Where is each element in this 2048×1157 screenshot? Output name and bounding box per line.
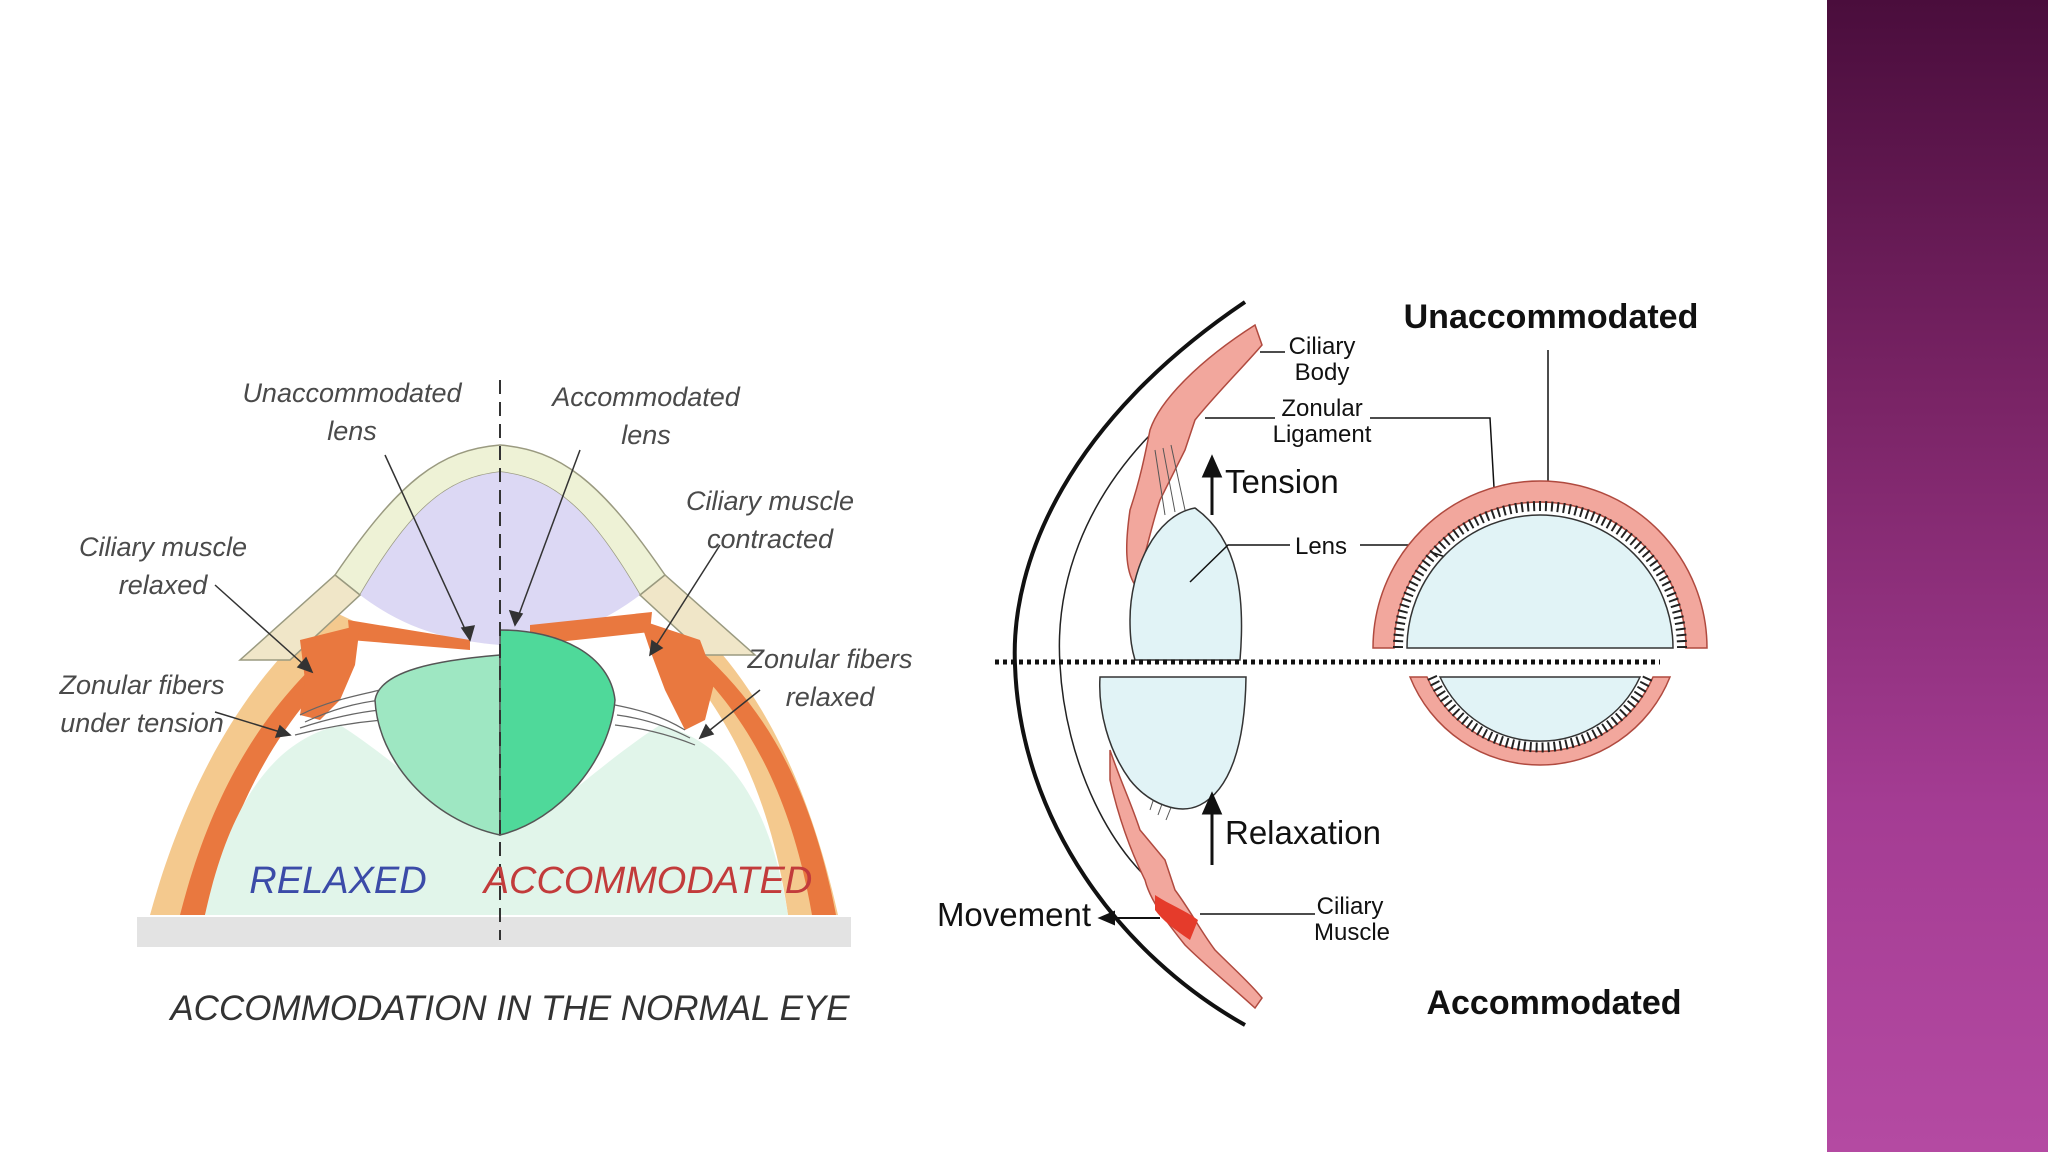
label-relaxation: Relaxation — [1225, 814, 1381, 851]
ring-accommodated — [1408, 674, 1672, 766]
lens-accommodated — [1099, 676, 1247, 810]
label-ciliary-relaxed-2: relaxed — [119, 570, 209, 600]
label-ciliary-relaxed-1: Ciliary muscle — [79, 532, 247, 562]
label-relaxed: RELAXED — [249, 860, 426, 902]
spur-left — [238, 574, 362, 661]
inner-curve — [1058, 419, 1176, 901]
ciliary-body-top — [1125, 323, 1263, 587]
base-bar — [137, 917, 851, 947]
label-ciliary-body-1: Ciliary — [1289, 333, 1356, 360]
ciliary-muscle-highlight — [1155, 895, 1198, 940]
label-ciliary-contracted-2: contracted — [707, 524, 834, 554]
iris-right — [530, 612, 652, 645]
label-ciliary-muscle-1: Ciliary — [1317, 893, 1384, 920]
relaxation-arrow — [1201, 791, 1223, 865]
movement-arrow — [1097, 910, 1160, 926]
unaccommodated-lens — [374, 654, 501, 836]
label-tension: Tension — [1225, 463, 1339, 500]
label-unaccommodated-lens-1: Unaccommodated — [242, 378, 462, 408]
label-zonular-tension-2: under tension — [60, 708, 224, 738]
label-zonular-ligament-1: Zonular — [1281, 395, 1362, 422]
label-ciliary-muscle-2: Muscle — [1314, 919, 1390, 946]
ciliary-muscle-relaxed — [300, 625, 360, 720]
choroid-left — [180, 650, 345, 915]
accommodated-lens — [499, 629, 616, 836]
label-lens: Lens — [1295, 533, 1347, 560]
label-ciliary-body-2: Body — [1295, 359, 1350, 386]
label-unaccommodated-lens-2: lens — [327, 416, 377, 446]
side-panel — [1827, 0, 2048, 1152]
ring-unaccommodated — [1372, 480, 1708, 649]
lens-unaccommodated — [1129, 507, 1243, 661]
left-eye-diagram: Unaccommodated lens Accommodated lens Ci… — [58, 378, 912, 1028]
iris-left — [348, 620, 470, 650]
label-ciliary-contracted-1: Ciliary muscle — [686, 486, 854, 516]
right-eye-diagram: Unaccommodated Accommodated Ciliary Body… — [937, 298, 1708, 1027]
choroid-right — [690, 652, 836, 915]
label-accommodated-lens-2: lens — [621, 420, 671, 450]
vitreous — [205, 725, 788, 915]
label-zonular-tension-1: Zonular fibers — [58, 670, 224, 700]
label-accommodated: ACCOMMODATED — [482, 860, 813, 902]
label-zonular-relaxed-1: Zonular fibers — [746, 644, 912, 674]
label-accommodated-right: Accommodated — [1426, 984, 1681, 1022]
tension-arrow — [1201, 454, 1223, 515]
label-movement: Movement — [937, 896, 1091, 933]
label-unaccommodated: Unaccommodated — [1404, 298, 1699, 336]
caption: ACCOMMODATION IN THE NORMAL EYE — [168, 989, 850, 1028]
sclera-curve — [1012, 300, 1247, 1027]
label-zonular-relaxed-2: relaxed — [786, 682, 876, 712]
pointer-lines — [214, 449, 761, 740]
ciliary-body-bottom — [1109, 749, 1263, 1010]
label-accommodated-lens-1: Accommodated — [550, 382, 741, 412]
label-zonular-ligament-2: Ligament — [1273, 421, 1372, 448]
